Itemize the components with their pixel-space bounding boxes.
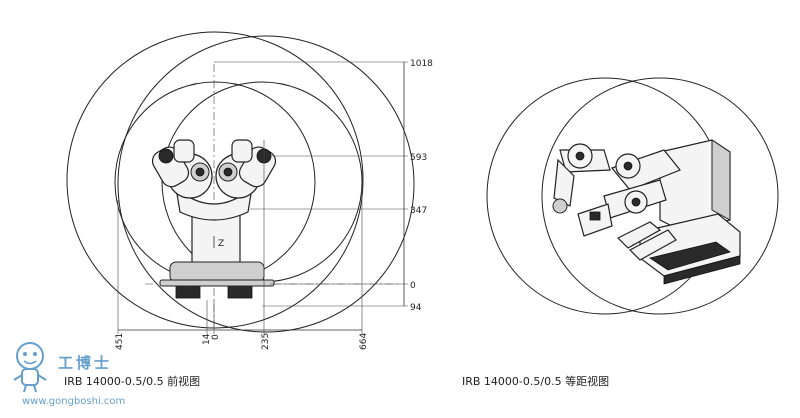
- robot-isometric: [552, 139, 741, 285]
- dim-0-bottom: 0: [211, 334, 221, 340]
- iso-reach-circle-right: [541, 77, 779, 315]
- front-view-caption: IRB 14000-0.5/0.5 前视图: [64, 374, 200, 388]
- bottom-dimensions: 451 14 0 235 664: [115, 140, 369, 350]
- dim-94: 94: [410, 303, 422, 313]
- right-arm: [215, 139, 277, 199]
- dim-664: 664: [359, 333, 369, 350]
- z-axis-label: Z: [218, 239, 224, 249]
- reach-circle-left-large: [66, 31, 364, 329]
- mascot-logo: [13, 342, 47, 393]
- right-dimensions: 1018 593 347 0 94: [214, 59, 433, 313]
- left-arm: [151, 139, 213, 199]
- reach-circle-right-large: [117, 35, 415, 333]
- front-view: Z 1018 593 347 0 94 451 14 0 235: [64, 31, 433, 388]
- watermark-url: www.gongboshi.com: [22, 396, 125, 407]
- dim-235: 235: [261, 333, 271, 350]
- watermark-title: 工博士: [58, 354, 112, 372]
- dim-0: 0: [410, 281, 416, 291]
- dim-1018: 1018: [410, 59, 433, 69]
- dim-14: 14: [202, 333, 212, 345]
- dim-451: 451: [115, 333, 125, 350]
- robot-front: [151, 139, 277, 299]
- gongboshi-watermark: 工博士 www.gongboshi.com: [13, 342, 125, 407]
- iso-view-caption: IRB 14000-0.5/0.5 等距视图: [462, 374, 609, 388]
- isometric-view: IRB 14000-0.5/0.5 等距视图: [462, 77, 779, 388]
- dim-347: 347: [410, 206, 427, 216]
- dim-593: 593: [410, 153, 427, 163]
